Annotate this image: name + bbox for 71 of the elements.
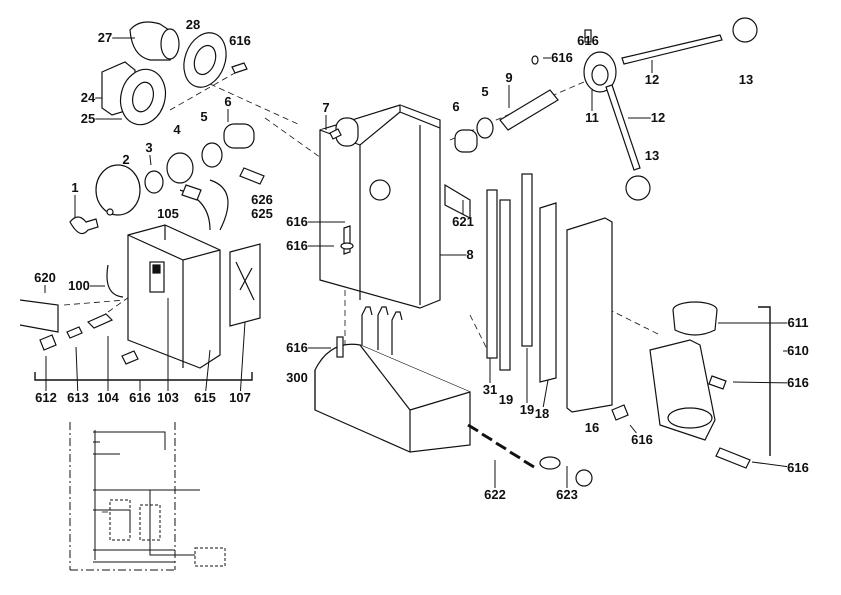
callout-number: 4: [173, 123, 181, 137]
callout-number: 625: [251, 207, 273, 221]
leader-line: [94, 118, 122, 120]
callout-number: 12: [650, 111, 666, 125]
leader-line: [526, 348, 528, 404]
leader-line: [149, 154, 152, 166]
callout-number: 105: [157, 207, 179, 221]
callout-number: 626: [251, 193, 273, 207]
callout-number: 13: [644, 149, 660, 163]
leader-line: [542, 380, 548, 408]
callout-number: 11: [585, 111, 599, 125]
callout-number: 8: [466, 248, 474, 262]
callout-number: 1: [71, 181, 79, 195]
callout-number: 13: [738, 73, 754, 87]
leader-line: [240, 322, 246, 392]
callout-number: 616: [787, 461, 809, 475]
leader-line: [566, 466, 568, 488]
callout-number: 616: [129, 391, 151, 405]
callout-number: 27: [98, 31, 112, 45]
callout-number: 612: [35, 391, 57, 405]
callout-number: 616: [229, 34, 251, 48]
callout-number: 6: [224, 95, 232, 109]
callout-number: 620: [34, 271, 56, 285]
callout-number: 3: [145, 141, 153, 155]
callout-number: 12: [644, 73, 660, 87]
callout-number: 24: [80, 91, 96, 105]
callout-number: 16: [584, 421, 600, 435]
callout-number: 616: [286, 239, 308, 253]
callout-number: 107: [229, 391, 251, 405]
callout-number: 31: [482, 383, 498, 397]
callout-number: 9: [505, 71, 513, 85]
leader-line: [462, 200, 464, 216]
leader-line: [630, 424, 637, 434]
callout-number: 19: [498, 393, 514, 407]
leader-line: [508, 84, 510, 108]
callout-number: 616: [631, 433, 653, 447]
callout-number: 300: [286, 371, 308, 385]
callout-number: 103: [157, 391, 179, 405]
callout-number: 7: [322, 101, 330, 115]
leader-line: [494, 460, 496, 488]
callout-number: 610: [787, 344, 809, 358]
callout-number: 622: [484, 488, 506, 502]
callout-number: 28: [186, 18, 200, 32]
leader-line: [44, 284, 46, 294]
callout-number: 613: [67, 391, 89, 405]
callout-number: 611: [788, 316, 808, 330]
callout-number: 100: [68, 279, 90, 293]
callout-number: 5: [481, 85, 489, 99]
leader-line: [752, 462, 788, 468]
leader-line: [732, 382, 788, 384]
callout-number: 621: [452, 215, 474, 229]
leader-line: [718, 322, 788, 324]
leader-line: [440, 254, 467, 256]
callout-number: 104: [97, 391, 119, 405]
callout-number: 616: [286, 341, 308, 355]
callout-number: 616: [286, 215, 308, 229]
callout-number: 623: [556, 488, 578, 502]
leader-line: [205, 350, 210, 392]
leader-line: [74, 194, 76, 218]
callout-number: 2: [122, 153, 130, 167]
callout-number: 616: [577, 34, 599, 48]
callout-number: 616: [551, 51, 573, 65]
callout-number: 615: [194, 391, 216, 405]
leader-line: [76, 346, 78, 392]
callout-number: 6: [452, 100, 460, 114]
callout-number: 19: [520, 403, 534, 417]
callout-number: 5: [200, 110, 208, 124]
callout-number: 616: [787, 376, 809, 390]
callout-number: 25: [80, 112, 96, 126]
callout-number: 18: [534, 407, 550, 421]
leader-line: [782, 350, 788, 352]
